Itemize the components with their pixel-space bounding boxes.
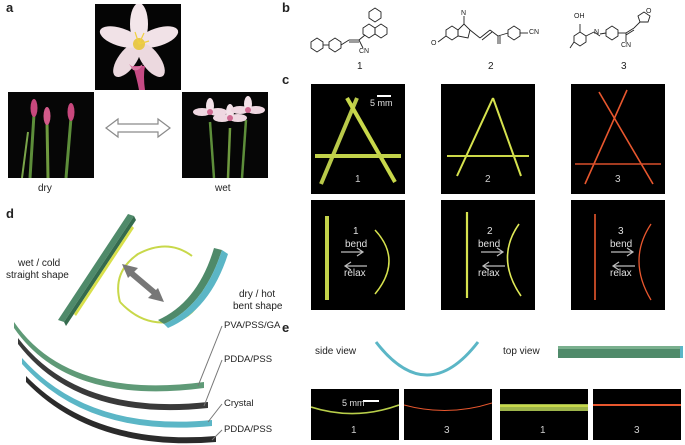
triangle-3-label: 3 <box>615 174 621 185</box>
crystal-2-triangle-photo <box>441 84 535 194</box>
top-view-photo-3 <box>593 389 681 440</box>
molecule-3-oh-label: OH <box>574 13 585 20</box>
top-view-3-label: 3 <box>634 425 640 436</box>
molecule-2-o-label: O <box>431 40 437 47</box>
molecule-3-cn: CN <box>621 42 632 49</box>
wet-label: wet <box>215 183 231 194</box>
side-view-photo-3 <box>404 389 492 440</box>
molecule-2-cn: CN <box>529 29 540 36</box>
side-view-photo-1 <box>311 389 399 440</box>
bend-1-label: bend <box>345 239 368 250</box>
panel-a-letter: a <box>6 0 14 15</box>
molecule-3-o-label: O <box>646 8 652 15</box>
molecule-3-number: 3 <box>621 61 627 72</box>
panel-d-letter: d <box>6 206 14 221</box>
dry-flower-photo <box>8 92 94 178</box>
top-view-1-label: 1 <box>540 425 546 436</box>
scale-bar-label-e: 5 mm <box>342 398 365 408</box>
crystal-3-triangle-photo <box>571 84 665 194</box>
bend-2-label: bend <box>478 239 501 250</box>
triangle-2-label: 2 <box>485 174 491 185</box>
layer-pva-pss-ga: PVA/PSS/GA <box>224 320 281 331</box>
bent-shape-label: bent shape <box>233 301 283 312</box>
top-view-photo-1 <box>500 389 588 440</box>
wet-cold-label: wet / cold <box>18 258 61 269</box>
bend-2-number: 2 <box>487 226 493 237</box>
flower-top-photo <box>95 4 181 90</box>
reversible-arrow <box>104 117 172 139</box>
crystal-1-triangle-photo <box>311 84 405 194</box>
panel-e-letter: e <box>282 320 290 335</box>
actuator-schematic <box>8 210 280 445</box>
bend-3-label: bend <box>610 239 633 250</box>
dry-hot-label: dry / hot <box>239 289 276 300</box>
side-view-1-label: 1 <box>351 425 357 436</box>
relax-3-label: relax <box>610 268 632 279</box>
layer-pdda-pss-bottom: PDDA/PSS <box>224 424 273 435</box>
side-view-label: side view <box>315 346 357 357</box>
panel-c-letter: c <box>282 72 290 87</box>
straight-shape-label: straight shape <box>6 270 69 281</box>
side-view-arc <box>372 338 482 380</box>
molecule-1-structure <box>305 4 415 58</box>
relax-1-label: relax <box>344 268 366 279</box>
molecule-1-number: 1 <box>357 61 363 72</box>
bend-3-number: 3 <box>618 226 624 237</box>
wet-flower-photo <box>182 92 268 178</box>
relax-2-label: relax <box>478 268 500 279</box>
triangle-1-label: 1 <box>355 174 361 185</box>
molecule-2-structure <box>432 4 562 60</box>
panel-b-letter: b <box>282 0 290 15</box>
crystal-3-bend-photo <box>571 200 665 310</box>
layer-pdda-pss-top: PDDA/PSS <box>224 354 273 365</box>
crystal-2-bend-photo <box>441 200 535 310</box>
top-view-label: top view <box>503 346 540 357</box>
dry-label: dry <box>38 183 52 194</box>
molecule-2-n-label: N <box>461 10 467 17</box>
crystal-1-bend-photo <box>311 200 405 310</box>
molecule-3-structure <box>568 4 684 60</box>
molecule-1-cn: CN <box>359 48 370 55</box>
side-view-3-label: 3 <box>444 425 450 436</box>
scale-bar-label-c: 5 mm <box>370 98 393 108</box>
layer-crystal: Crystal <box>224 398 254 409</box>
bend-1-number: 1 <box>353 226 359 237</box>
molecule-2-number: 2 <box>488 61 494 72</box>
top-view-strip <box>558 346 683 358</box>
molecule-3-n-label: N <box>594 29 600 36</box>
